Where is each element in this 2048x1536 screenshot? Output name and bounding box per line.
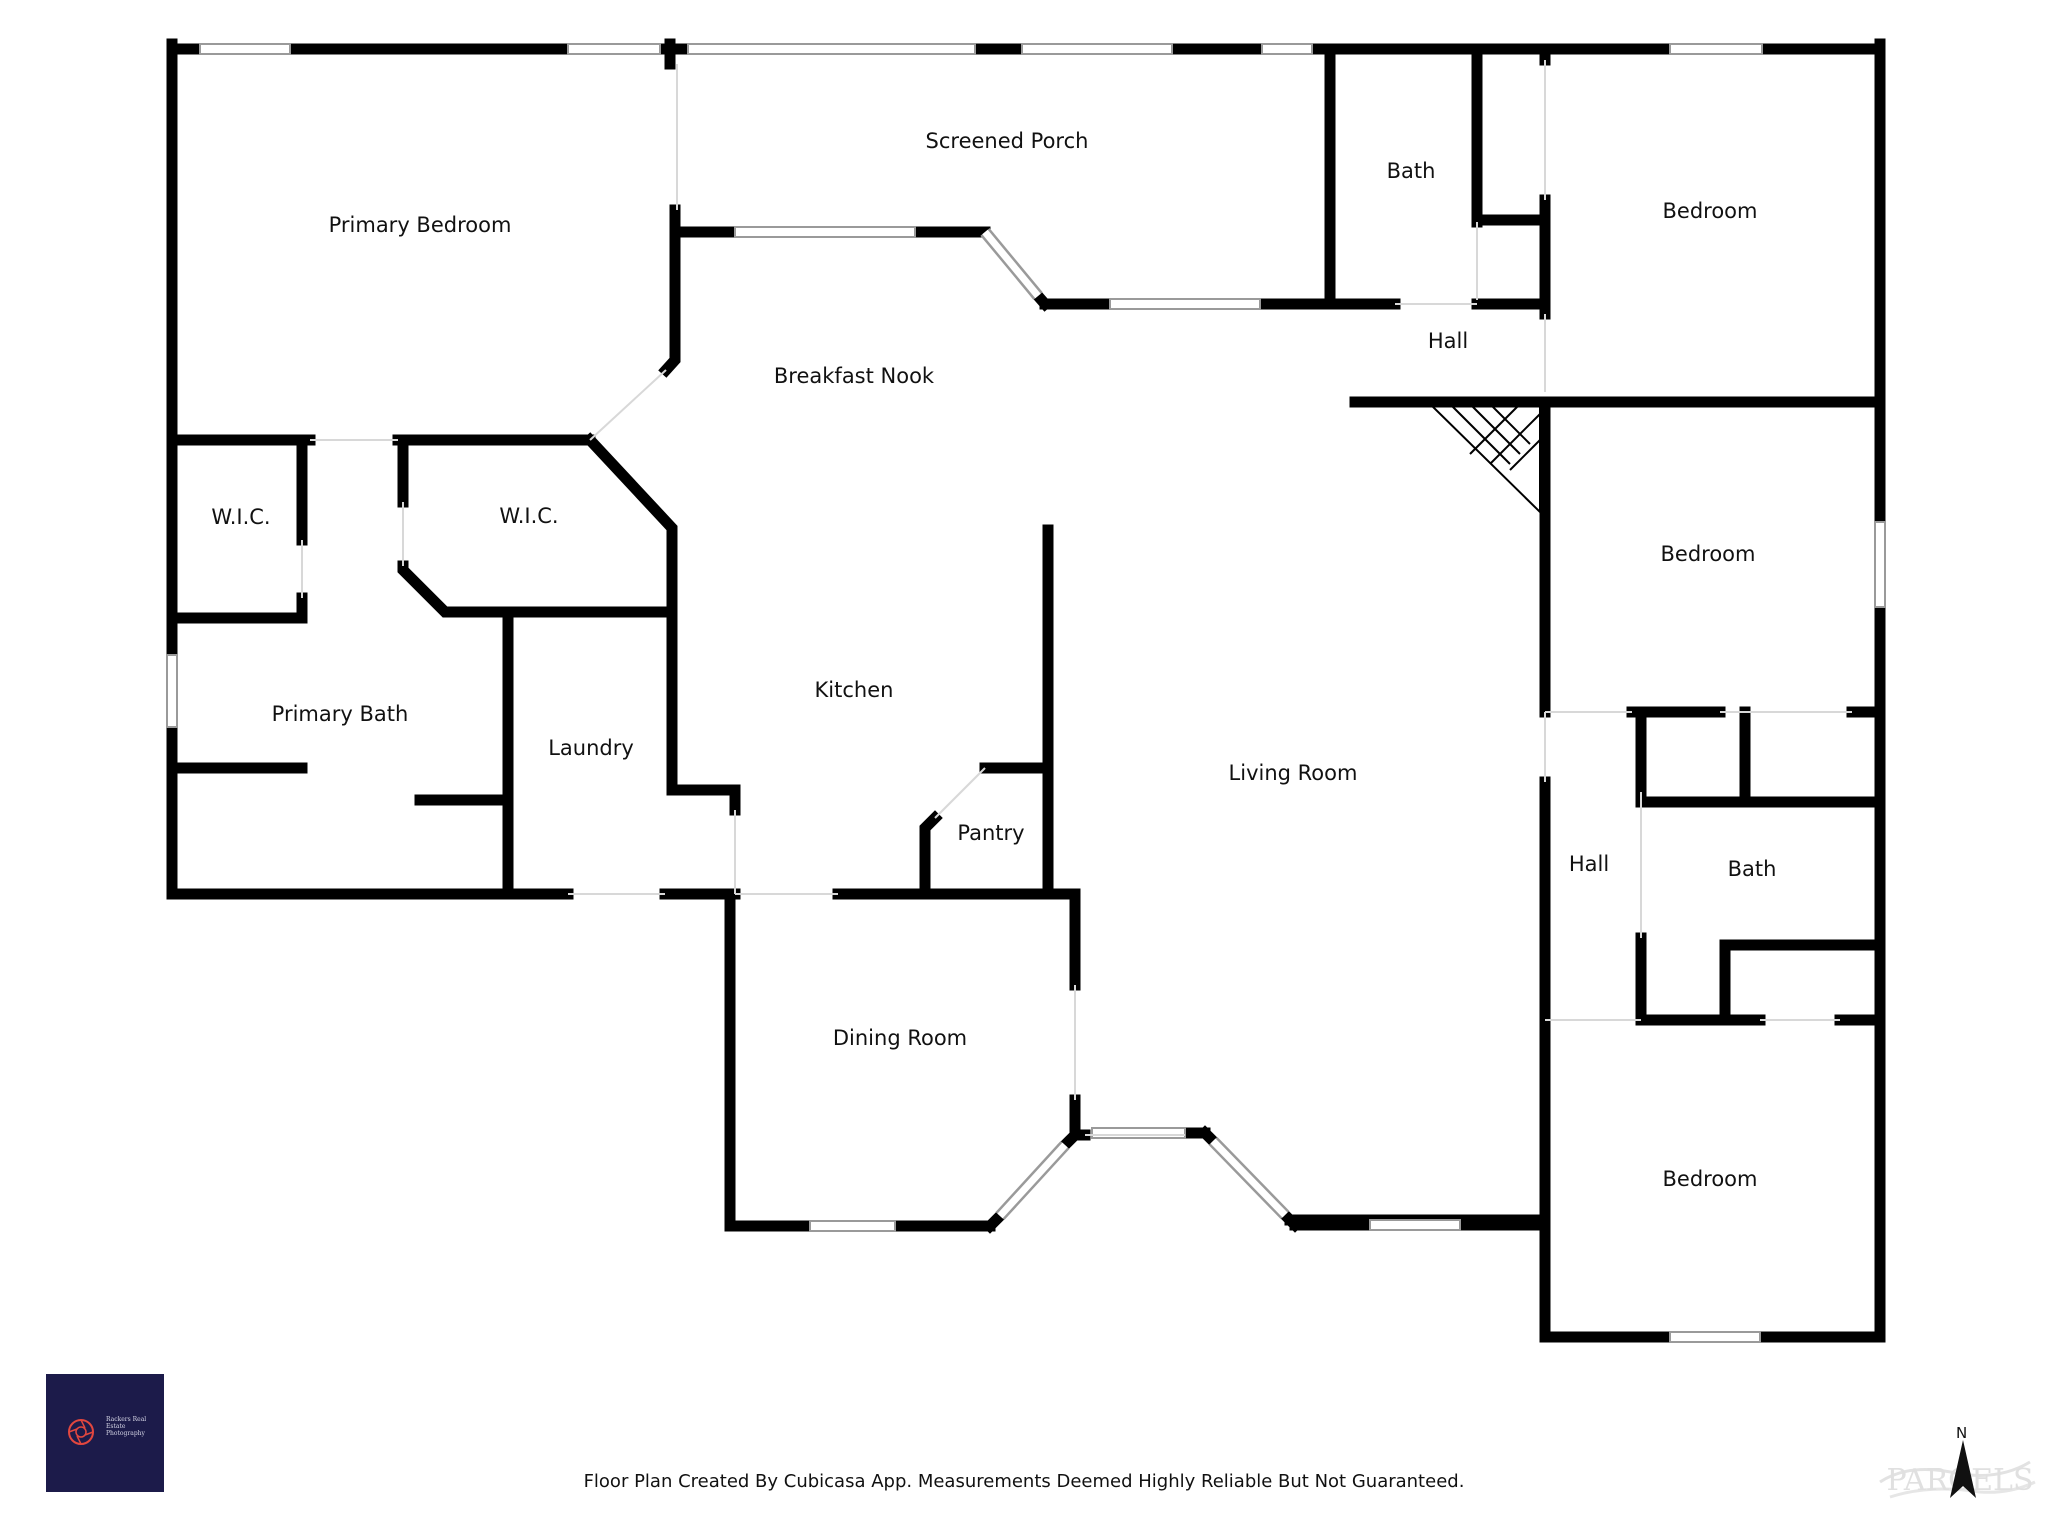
label-bedroom-top: Bedroom <box>1663 199 1758 223</box>
diagonal-windows <box>980 228 1290 1221</box>
walls <box>166 38 1886 1343</box>
label-laundry: Laundry <box>548 736 634 760</box>
label-screened-porch: Screened Porch <box>926 129 1089 153</box>
label-breakfast-nook: Breakfast Nook <box>774 364 935 388</box>
label-hall-top: Hall <box>1428 329 1468 353</box>
label-kitchen: Kitchen <box>815 678 894 702</box>
label-dining-room: Dining Room <box>833 1026 967 1050</box>
label-wic-right: W.I.C. <box>499 504 558 528</box>
bay-walls <box>969 226 1303 1234</box>
label-hall-right: Hall <box>1569 852 1609 876</box>
north-label: N <box>1956 1424 1968 1442</box>
aperture-icon <box>68 1419 94 1445</box>
label-primary-bedroom: Primary Bedroom <box>329 213 512 237</box>
diagonal-windows-inner <box>982 229 1288 1219</box>
label-primary-bath: Primary Bath <box>272 702 409 726</box>
windows <box>166 43 1886 1343</box>
label-bath-top: Bath <box>1387 159 1436 183</box>
label-bedroom-bottom: Bedroom <box>1663 1167 1758 1191</box>
photographer-logo: Rackers Real Estate Photography <box>46 1374 164 1492</box>
footer-note: Floor Plan Created By Cubicasa App. Meas… <box>583 1471 1465 1492</box>
label-wic-left: W.I.C. <box>211 505 270 529</box>
label-living-room: Living Room <box>1229 761 1358 785</box>
label-pantry: Pantry <box>957 821 1024 845</box>
label-bedroom-mid: Bedroom <box>1661 542 1756 566</box>
label-bath-right: Bath <box>1728 857 1777 881</box>
north-arrow-icon: PARCELS <box>1879 1440 2036 1499</box>
stair-hatch <box>1427 403 1541 515</box>
logo-text: Rackers Real Estate Photography <box>106 1416 147 1437</box>
openings <box>301 60 1852 1136</box>
